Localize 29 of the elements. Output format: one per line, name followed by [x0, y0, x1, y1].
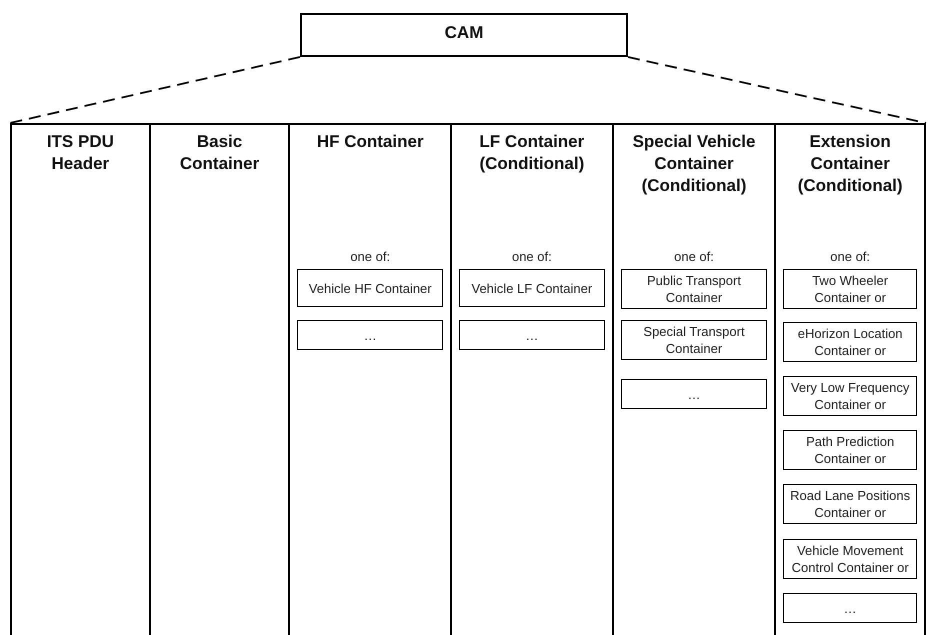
- option-box: …: [620, 379, 768, 409]
- option-box: Vehicle LF Container: [459, 269, 605, 307]
- choice-note: one of:: [829, 248, 872, 265]
- column-heading: Special Vehicle Container (Conditional): [632, 131, 756, 197]
- option-box: Very Low Frequency Container or: [783, 376, 917, 416]
- option-box: …: [783, 593, 917, 623]
- option-box: Vehicle Movement Control Container or: [783, 539, 917, 579]
- option-box: …: [459, 320, 605, 350]
- option-box: Public Transport Container: [620, 269, 768, 309]
- option-box: …: [297, 320, 444, 350]
- container-box: [300, 13, 628, 57]
- dashed-connector: [628, 56, 926, 124]
- column-heading: ITS PDU Header: [46, 131, 115, 175]
- title-label: CAM: [444, 22, 484, 44]
- choice-note: one of:: [510, 248, 553, 265]
- option-box: Vehicle HF Container: [297, 269, 444, 307]
- column-heading: Basic Container: [178, 131, 260, 175]
- option-box: eHorizon Location Container or: [783, 322, 917, 362]
- column-heading: Extension Container (Conditional): [796, 131, 904, 197]
- column-heading: HF Container: [316, 131, 425, 153]
- option-box: Path Prediction Container or: [783, 430, 917, 470]
- column-heading: LF Container (Conditional): [478, 131, 586, 175]
- container-frame: [10, 123, 926, 635]
- option-box: Road Lane Positions Container or: [783, 484, 917, 524]
- option-box: Two Wheeler Container or: [783, 269, 917, 309]
- choice-note: one of:: [349, 248, 392, 265]
- choice-note: one of:: [673, 248, 715, 265]
- dashed-connector: [10, 56, 300, 124]
- option-box: Special Transport Container: [620, 320, 768, 360]
